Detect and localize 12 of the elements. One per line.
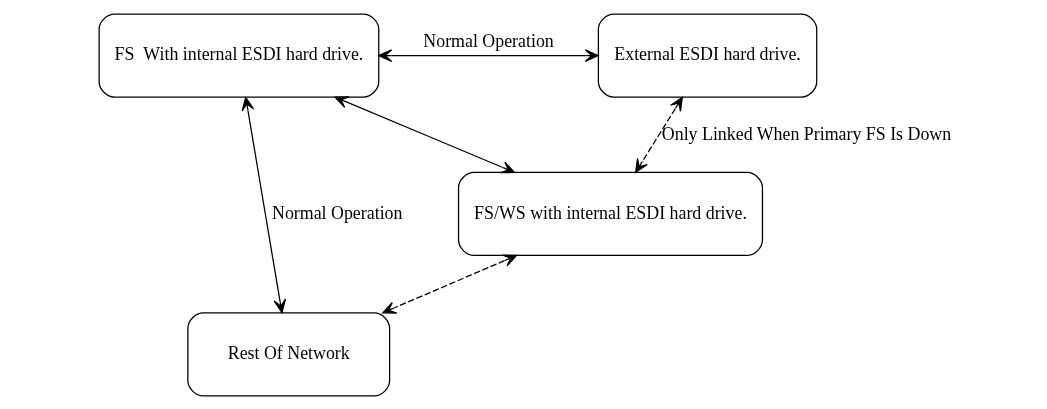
edge-label: Normal Operation xyxy=(271,202,402,223)
node-box: FS/WS with internal ESDI hard drive. xyxy=(457,171,763,256)
node-box: External ESDI hard drive. xyxy=(597,12,817,98)
arrow xyxy=(333,95,515,173)
arrow xyxy=(634,96,683,173)
node-box: FS With internal ESDI hard drive. xyxy=(98,12,379,98)
arrow xyxy=(241,96,286,313)
arrow xyxy=(381,254,517,314)
edge-label: Normal Operation xyxy=(422,30,554,51)
arrow xyxy=(377,48,599,62)
node-box: Rest Of Network xyxy=(186,311,390,397)
edge-label: Only Linked When Primary FS Is Down xyxy=(661,123,951,143)
